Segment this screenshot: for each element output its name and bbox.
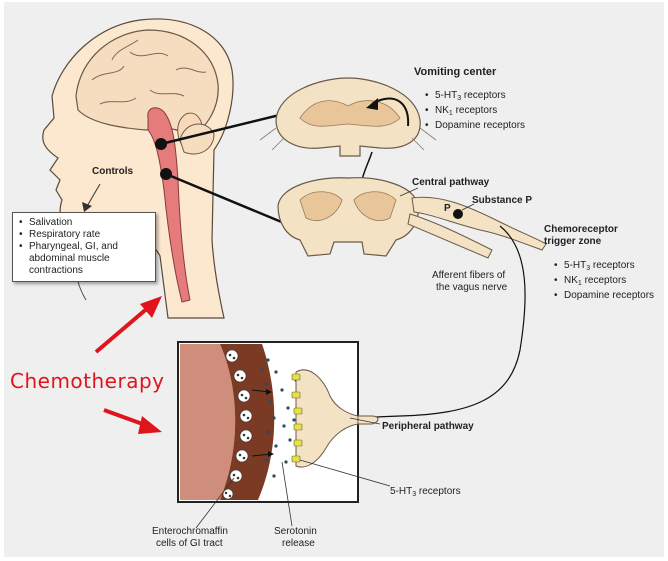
vomiting-center-receptor-item-text: NK	[435, 105, 449, 116]
ctz-receptor-item: Dopamine receptors	[554, 290, 654, 302]
ctz-receptor-item: 5-HT3 receptors	[554, 260, 654, 275]
ctz-label-line1: Chemoreceptor	[544, 224, 618, 236]
peripheral-pathway-label: Peripheral pathway	[382, 421, 474, 433]
afferent-fibers-label-line2: the vagus nerve	[436, 282, 507, 294]
5ht3-suffix: receptors	[416, 486, 460, 497]
substance-p-label: Substance P	[472, 195, 532, 207]
controls-item: Salivation	[19, 217, 149, 229]
vomiting-center-receptor-item: Dopamine receptors	[425, 120, 525, 132]
substance-p-marker-label: P	[444, 203, 451, 215]
ctz-receptor-item-text: Dopamine receptors	[564, 290, 654, 301]
serotonin-label-line2: release	[282, 538, 315, 550]
vomiting-center-receptor-item-text: Dopamine receptors	[435, 120, 525, 131]
enterochromaffin-label-line2: cells of GI tract	[156, 538, 223, 550]
ctz-receptor-item-text: NK	[564, 275, 578, 286]
ctz-receptor-list: 5-HT3 receptorsNK1 receptorsDopamine rec…	[554, 260, 654, 302]
5ht3-text: 5-HT	[390, 486, 412, 497]
ctz-receptor-item-suffix: receptors	[590, 260, 634, 271]
controls-item: abdominal muscle	[19, 253, 149, 265]
central-pathway-label: Central pathway	[412, 177, 489, 189]
vomiting-center-receptor-item: NK1 receptors	[425, 105, 525, 120]
vomiting-center-receptor-item: 5-HT3 receptors	[425, 90, 525, 105]
ctz-receptor-item-text: 5-HT	[564, 260, 586, 271]
vomiting-center-receptor-item-text: 5-HT	[435, 90, 457, 101]
vomiting-center-receptor-item-suffix: receptors	[453, 105, 497, 116]
controls-item: Respiratory rate	[19, 229, 149, 241]
controls-box: SalivationRespiratory ratePharyngeal, GI…	[12, 212, 156, 282]
afferent-fibers-label-line1: Afferent fibers of	[432, 270, 505, 282]
controls-label: Controls	[92, 166, 133, 178]
controls-item: Pharyngeal, GI, and	[19, 241, 149, 253]
ctz-label-line2: trigger zone	[544, 236, 601, 248]
5ht3-receptors-label: 5-HT3 receptors	[390, 486, 461, 501]
ctz-receptor-item: NK1 receptors	[554, 275, 654, 290]
enterochromaffin-label-line1: Enterochromaffin	[152, 526, 228, 538]
vomiting-center-receptor-list: 5-HT3 receptorsNK1 receptorsDopamine rec…	[425, 90, 525, 132]
gi-tract-inset	[178, 342, 358, 502]
vomiting-center-receptor-item-suffix: receptors	[461, 90, 505, 101]
vomiting-center-label: Vomiting center	[414, 66, 496, 78]
ctz-receptor-item-suffix: receptors	[582, 275, 626, 286]
chemotherapy-label: Chemotherapy	[10, 369, 165, 393]
serotonin-label-line1: Serotonin	[274, 526, 317, 538]
substance-p-marker	[453, 209, 463, 219]
controls-item: contractions	[19, 265, 149, 277]
